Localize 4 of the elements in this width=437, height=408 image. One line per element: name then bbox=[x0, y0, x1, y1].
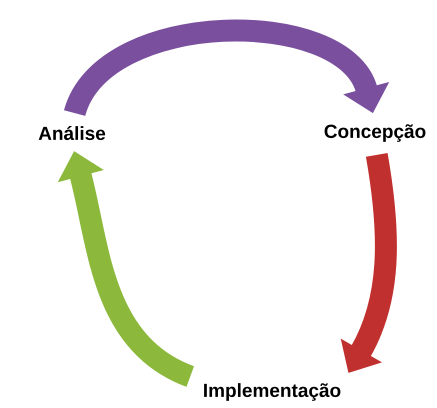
stage-label: Concepção bbox=[324, 124, 426, 142]
stage-label: Implementação bbox=[204, 383, 340, 401]
curved-arrow bbox=[64, 20, 390, 118]
stage-label: Análise bbox=[38, 126, 106, 140]
